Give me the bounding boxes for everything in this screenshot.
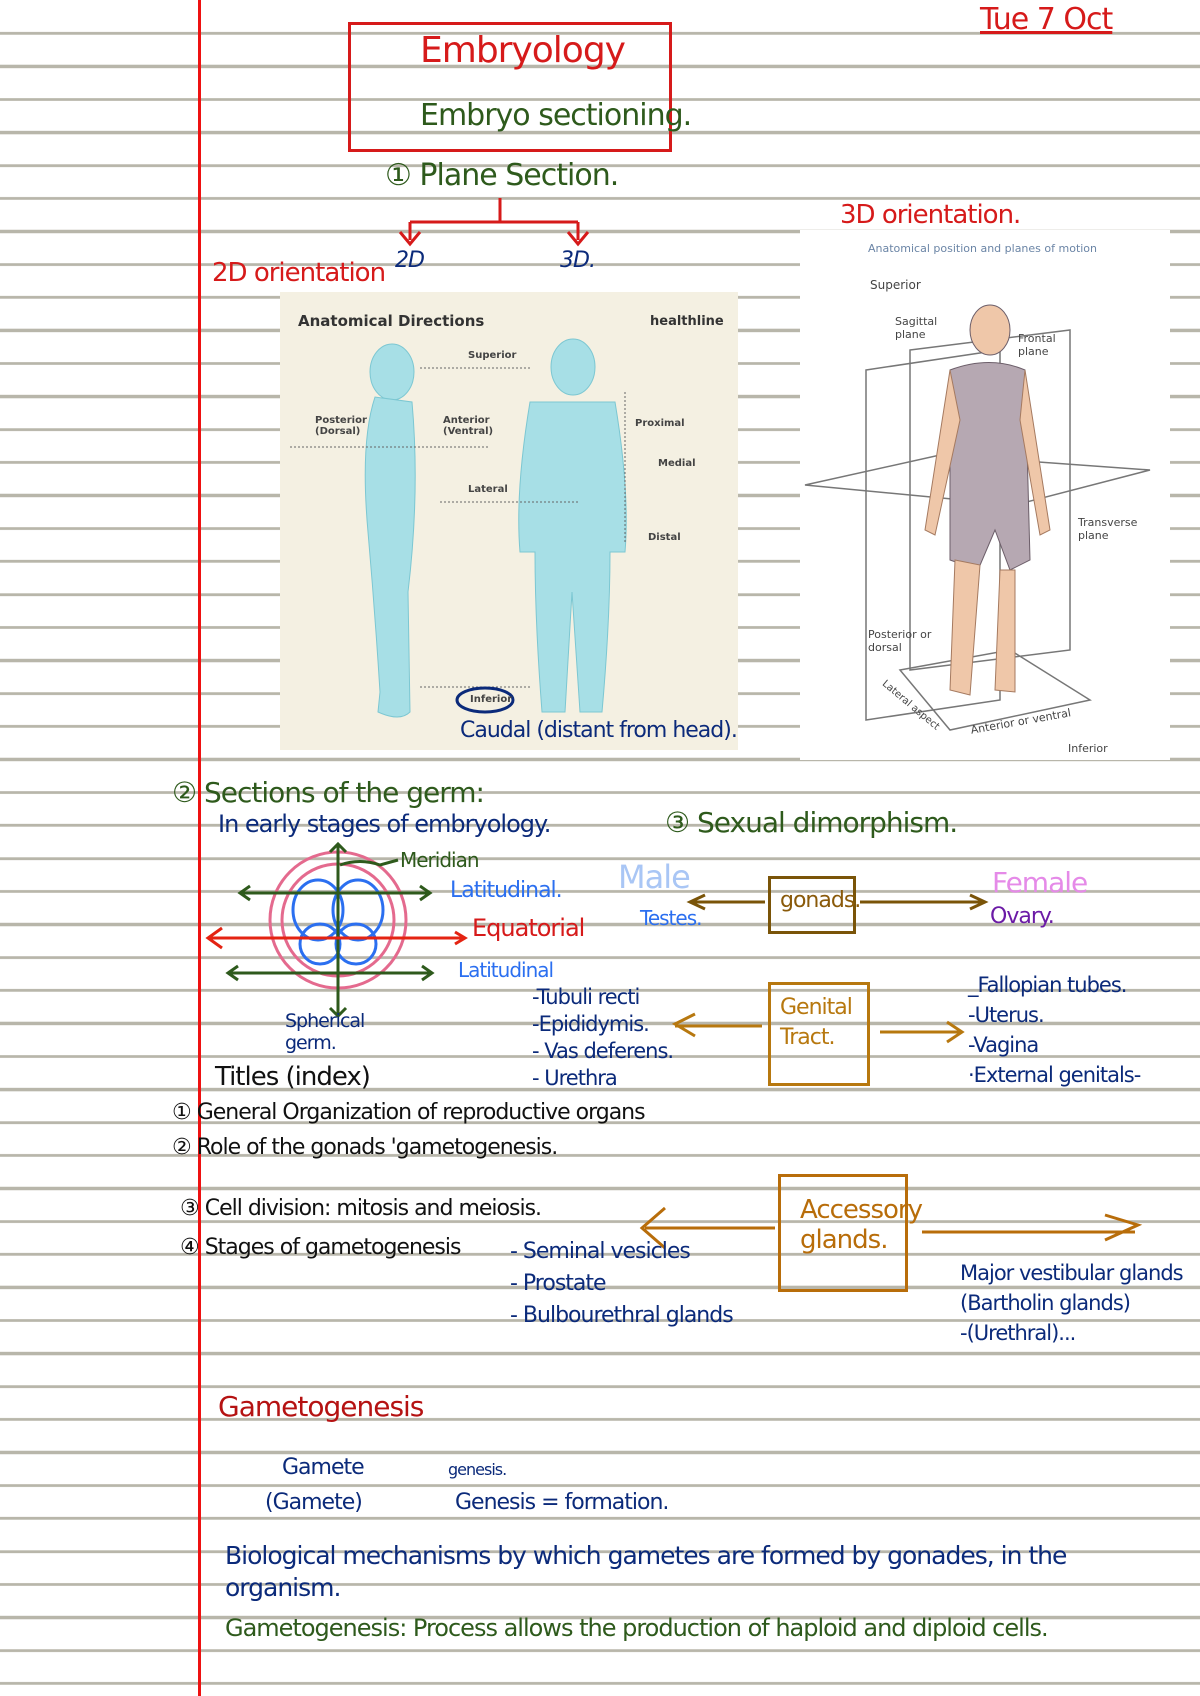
female-gland-item: (Bartholin glands) bbox=[960, 1291, 1131, 1315]
male-gland-item: - Prostate bbox=[510, 1271, 607, 1296]
female-gland-item: Major vestibular glands bbox=[960, 1261, 1184, 1285]
topic-title: Embryo sectioning. bbox=[420, 98, 692, 133]
subject-title: Embryology bbox=[420, 30, 626, 71]
label-distal: Distal bbox=[648, 532, 681, 543]
female-tract-item: ·External genitals- bbox=[968, 1063, 1141, 1087]
female-glands-list: Major vestibular glands (Bartholin gland… bbox=[960, 1258, 1184, 1348]
margin-line bbox=[198, 0, 201, 1696]
label-meridian: Meridian bbox=[400, 848, 480, 872]
female-gland-item: -(Urethral)... bbox=[960, 1321, 1076, 1345]
label-inferior: Inferior bbox=[1068, 742, 1108, 755]
label-sagittal-plane: Sagittal plane bbox=[895, 315, 938, 341]
label-latitudinal-bottom: Latitudinal bbox=[458, 958, 554, 982]
female-tract-item: _Fallopian tubes. bbox=[968, 973, 1127, 997]
male-tract-item: -Tubuli recti bbox=[532, 985, 640, 1009]
female-tract-list: _Fallopian tubes. -Uterus. -Vagina ·Exte… bbox=[968, 970, 1141, 1090]
label-spherical-germ: Spherical germ. bbox=[285, 1010, 365, 1054]
male-tract-item: - Vas deferens. bbox=[532, 1039, 674, 1063]
ovary-label: Ovary. bbox=[990, 904, 1055, 929]
label-medial: Medial bbox=[658, 458, 696, 469]
label-posterior: Posterior (Dorsal) bbox=[315, 415, 367, 437]
label-2d-orientation: 2D orientation bbox=[212, 258, 386, 288]
label-proximal: Proximal bbox=[635, 418, 685, 429]
male-tract-item: - Urethra bbox=[532, 1066, 618, 1090]
female-label: Female bbox=[992, 866, 1088, 899]
female-tract-item: -Vagina bbox=[968, 1033, 1039, 1057]
label-posterior: Posterior or dorsal bbox=[868, 628, 932, 654]
gametogenesis-definition-2: Gametogenesis: Process allows the produc… bbox=[225, 1614, 1049, 1642]
body-silhouettes bbox=[290, 338, 627, 718]
gametogenesis-title: Gametogenesis bbox=[218, 1390, 424, 1423]
gonads-label: gonads. bbox=[780, 888, 861, 913]
healthline-logo: healthline bbox=[650, 314, 724, 329]
label-anterior: Anterior (Ventral) bbox=[443, 415, 494, 437]
male-glands-list: - Seminal vesicles - Prostate - Bulboure… bbox=[510, 1236, 734, 1332]
figure-3d-title: Anatomical position and planes of motion bbox=[868, 242, 1098, 255]
label-latitudinal-top: Latitudinal. bbox=[450, 878, 563, 903]
branch-2d: 2D bbox=[395, 248, 425, 273]
genesis-label: genesis. bbox=[448, 1460, 507, 1479]
gonads-box bbox=[768, 876, 856, 934]
gamete-paren-label: (Gamete) bbox=[265, 1490, 363, 1515]
genesis-definition: Genesis = formation. bbox=[455, 1490, 669, 1515]
genital-tract-box bbox=[768, 982, 870, 1086]
female-tract-item: -Uterus. bbox=[968, 1003, 1045, 1027]
male-label: Male bbox=[618, 858, 691, 896]
label-3d-orientation: 3D orientation. bbox=[840, 200, 1021, 230]
label-superior: Superior bbox=[870, 278, 921, 292]
label-inferior: Inferior bbox=[470, 694, 513, 705]
section1-heading: ① Plane Section. bbox=[385, 158, 619, 193]
gamete-label: Gamete bbox=[282, 1455, 365, 1480]
genital-tract-label: Genital Tract. bbox=[780, 995, 853, 1050]
label-transverse-plane: Transverse plane bbox=[1078, 516, 1138, 542]
caudal-note: Caudal (distant from head). bbox=[460, 718, 738, 743]
section3-heading: ③ Sexual dimorphism. bbox=[665, 806, 958, 839]
title-box bbox=[348, 22, 672, 152]
body-planes-illustration bbox=[804, 304, 1151, 731]
gametogenesis-definition: Biological mechanisms by which gametes a… bbox=[225, 1541, 1067, 1602]
date: Tue 7 Oct bbox=[980, 2, 1113, 37]
section2-subheading: In early stages of embryology. bbox=[218, 810, 551, 838]
index-item-1: ① General Organization of reproductive o… bbox=[172, 1100, 646, 1125]
index-title: Titles (index) bbox=[215, 1062, 371, 1092]
planes-of-motion-figure: Anatomical position and planes of motion… bbox=[800, 230, 1170, 760]
male-gland-item: - Bulbourethral glands bbox=[510, 1303, 734, 1328]
male-tract-list: -Tubuli recti -Epididymis. - Vas deferen… bbox=[532, 984, 674, 1092]
testes-label: Testes. bbox=[640, 906, 702, 930]
label-frontal-plane: Frontal plane bbox=[1018, 332, 1056, 358]
male-tract-item: -Epididymis. bbox=[532, 1012, 650, 1036]
index-item-2: ② Role of the gonads 'gametogenesis. bbox=[172, 1135, 558, 1160]
index-item-4: ④ Stages of gametogenesis bbox=[180, 1235, 461, 1260]
branch-3d: 3D. bbox=[560, 248, 596, 273]
anatomical-directions-figure: Anatomical Directions Superior Posterior… bbox=[280, 292, 738, 750]
male-gland-item: - Seminal vesicles bbox=[510, 1239, 691, 1264]
label-superior: Superior bbox=[468, 350, 517, 361]
figure-2d-title: Anatomical Directions bbox=[298, 312, 485, 330]
label-equatorial: Equatorial bbox=[472, 914, 585, 942]
section2-heading: ② Sections of the germ: bbox=[172, 776, 485, 809]
accessory-glands-box bbox=[778, 1174, 908, 1292]
index-item-3: ③ Cell division: mitosis and meiosis. bbox=[180, 1196, 542, 1221]
label-lateral: Lateral bbox=[468, 484, 508, 495]
